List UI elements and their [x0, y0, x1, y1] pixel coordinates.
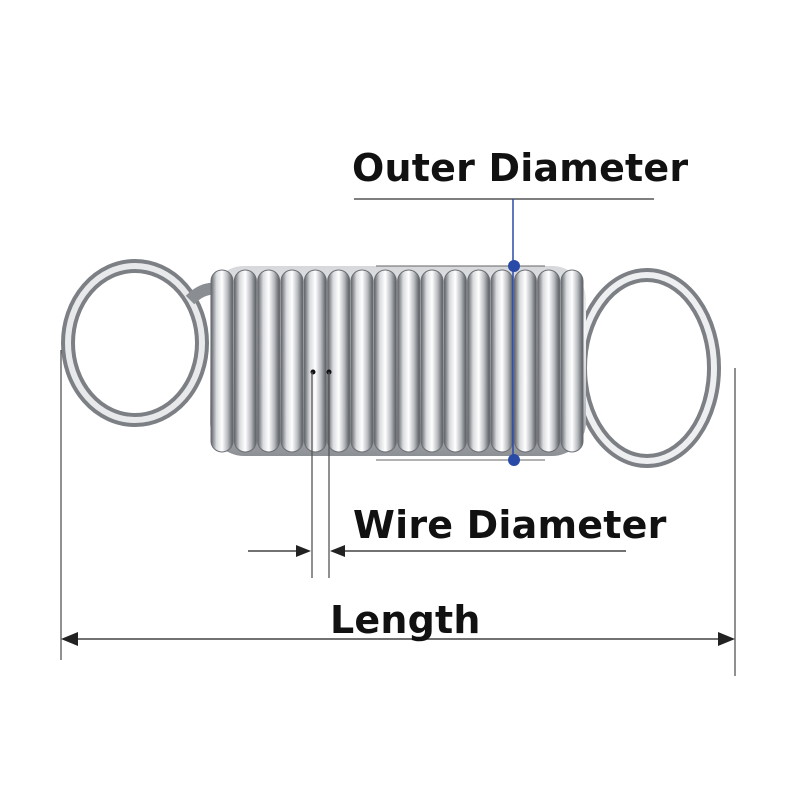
- spring-coil: [280, 269, 304, 453]
- length-dimension: [60, 350, 736, 676]
- spring-coil: [420, 269, 444, 453]
- spring-coil: [327, 269, 351, 453]
- outer-diameter-dimension: [354, 198, 654, 466]
- spring-coil: [397, 269, 421, 453]
- outer-diameter-label: Outer Diameter: [352, 146, 689, 190]
- length-label: Length: [330, 598, 481, 642]
- length-left-arrowhead: [61, 632, 78, 646]
- spring-coil: [513, 269, 537, 453]
- wire-diameter-left-arrowhead: [296, 545, 311, 557]
- spring-coil: [303, 269, 327, 453]
- spring-coil: [373, 269, 397, 453]
- spring-coil: [350, 269, 374, 453]
- spring-coil: [443, 269, 467, 453]
- left-hook-loop: [61, 259, 222, 427]
- outer-diameter-bottom-marker: [508, 454, 520, 466]
- spring-coil: [560, 269, 584, 453]
- wire-diameter-label: Wire Diameter: [353, 503, 667, 547]
- spring-coils: [210, 269, 584, 453]
- spring-coil: [233, 269, 257, 453]
- wire-diameter-right-arrowhead: [330, 545, 345, 557]
- spring-coil: [490, 269, 514, 453]
- wire-diameter-dimension: [248, 369, 626, 578]
- length-right-arrowhead: [718, 632, 735, 646]
- spring-coil: [467, 269, 491, 453]
- spring-coil: [257, 269, 281, 453]
- spring-coil: [537, 269, 561, 453]
- spring-body: [210, 266, 586, 456]
- spring-coil: [210, 269, 234, 453]
- wire-diameter-left-dot: [310, 369, 316, 375]
- outer-diameter-top-marker: [508, 260, 520, 272]
